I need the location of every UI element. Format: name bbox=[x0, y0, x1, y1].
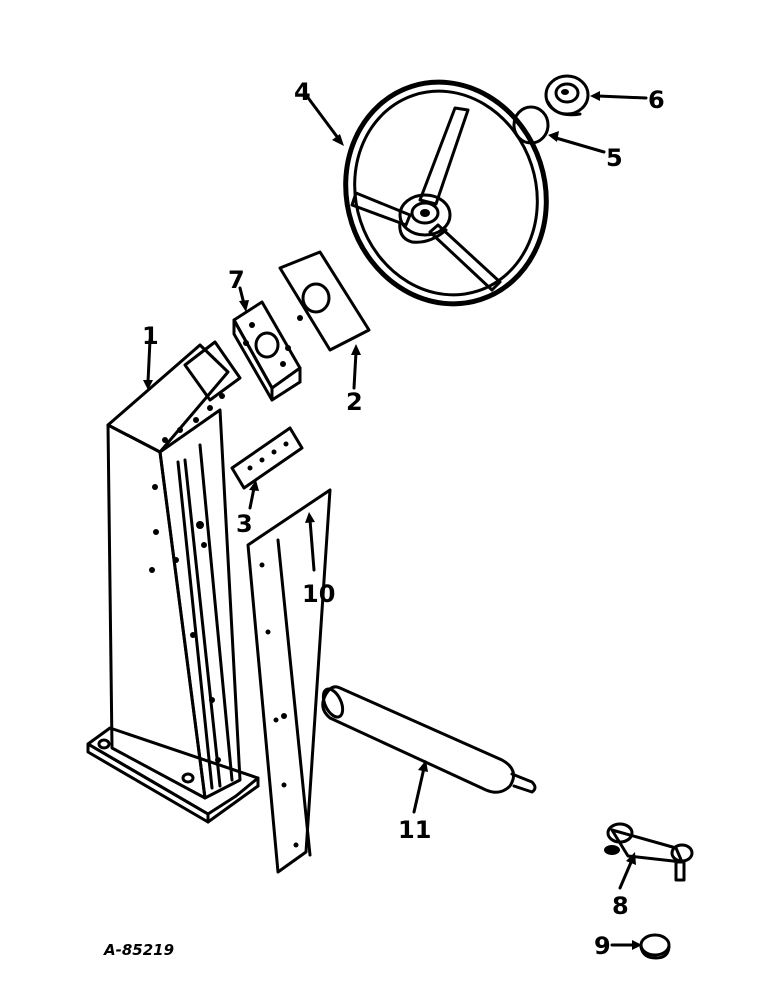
callout-6: 6 bbox=[648, 86, 665, 114]
small-plate bbox=[230, 426, 304, 490]
drawing-id: A-85219 bbox=[103, 941, 174, 959]
callout-8: 8 bbox=[612, 892, 629, 920]
leader-lines bbox=[143, 91, 648, 950]
horn-cap bbox=[544, 74, 590, 117]
mounting-bracket bbox=[232, 300, 302, 402]
callout-9: 9 bbox=[594, 932, 611, 960]
callout-11: 11 bbox=[398, 816, 431, 844]
pitman-arm bbox=[604, 822, 694, 882]
dust-cap bbox=[639, 933, 671, 960]
callout-10: 10 bbox=[302, 580, 335, 608]
callout-5: 5 bbox=[606, 144, 623, 172]
steering-wheel bbox=[343, 79, 549, 307]
callout-2: 2 bbox=[346, 388, 363, 416]
callout-7: 7 bbox=[228, 266, 245, 294]
steering-column-support bbox=[86, 340, 260, 824]
callout-4: 4 bbox=[294, 78, 311, 106]
callout-labels: 1 2 3 4 5 6 7 8 9 10 11 bbox=[142, 78, 665, 960]
long-strip bbox=[246, 488, 332, 874]
callout-1: 1 bbox=[142, 322, 159, 350]
cover-plate bbox=[278, 250, 371, 352]
steering-tube bbox=[321, 685, 537, 794]
snap-ring bbox=[512, 105, 550, 145]
callout-3: 3 bbox=[236, 510, 253, 538]
